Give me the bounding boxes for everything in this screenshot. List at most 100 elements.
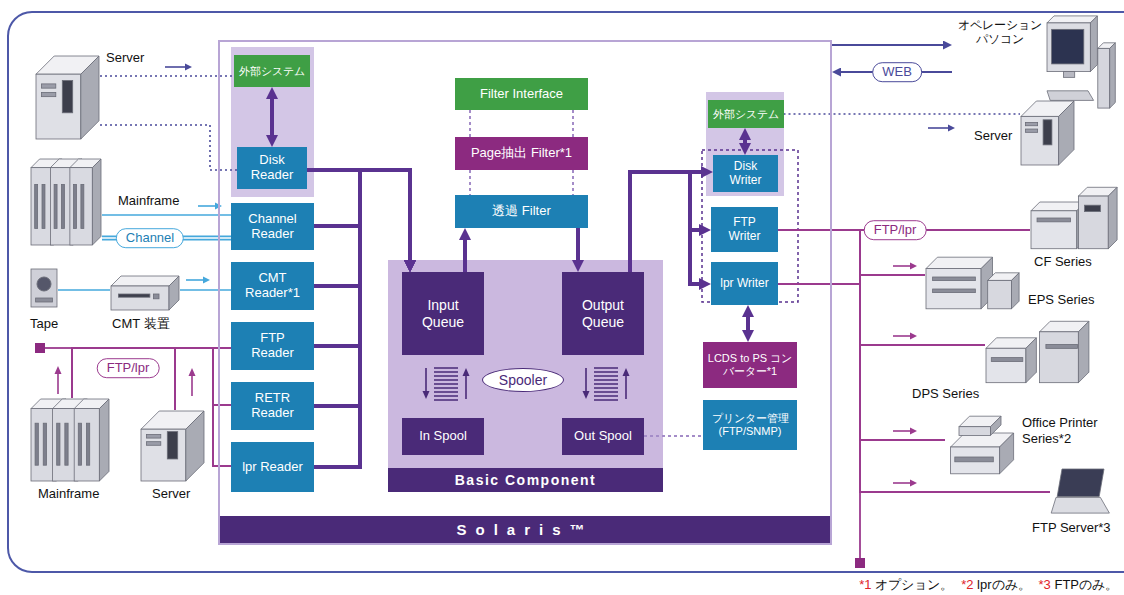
connector-line	[630, 172, 699, 284]
icon-reel	[37, 277, 51, 291]
connector-line	[778, 284, 1050, 492]
direction-arrow	[191, 375, 193, 396]
connector	[748, 317, 749, 330]
frame-title: Solaris™	[456, 521, 593, 538]
connector-line	[572, 170, 574, 195]
box-label: FTP Writer	[719, 216, 771, 244]
box-label: 外部システム	[239, 65, 305, 78]
icon-slot	[1026, 122, 1038, 125]
box-label: CMT Reader*1	[242, 271, 304, 301]
icon-tray	[991, 358, 1023, 362]
icon-slot	[36, 298, 53, 302]
icon-side	[1090, 16, 1097, 72]
box-label: FTP Reader	[242, 331, 304, 361]
process-box: In Spool	[402, 418, 484, 455]
icon-panel	[62, 81, 72, 113]
connector-line	[469, 110, 471, 137]
process-box: RETR Reader	[231, 382, 314, 430]
device-icon	[30, 398, 110, 482]
icon-front	[988, 280, 1012, 308]
device-icon	[945, 415, 1015, 475]
icon-front	[141, 429, 186, 481]
connector-line	[100, 125, 237, 170]
spool-arrow	[465, 375, 467, 399]
connector	[272, 99, 273, 135]
device-label: Server	[152, 486, 190, 502]
icon-side	[92, 159, 101, 245]
connector	[832, 45, 943, 46]
icon-slot	[42, 84, 56, 88]
icon-top	[111, 276, 179, 286]
icon-stripe	[35, 423, 38, 465]
icon-side	[1110, 43, 1116, 108]
connector	[100, 76, 234, 77]
connector	[778, 230, 945, 440]
bus-terminal	[855, 558, 865, 568]
connector	[778, 230, 985, 345]
process-box: 透過 Filter	[455, 195, 588, 228]
connector-line	[746, 317, 750, 330]
icon-body	[31, 269, 57, 307]
connector	[72, 348, 231, 398]
direction-arrow-head	[910, 428, 917, 435]
box-label: Disk Reader	[244, 153, 300, 183]
box-label: Disk Writer	[720, 160, 772, 188]
spool-arrow-head	[623, 368, 630, 376]
direction-arrow	[928, 127, 949, 129]
device-label: DPS Series	[912, 386, 979, 402]
icon-side	[1108, 187, 1117, 248]
device-icon	[1020, 100, 1075, 166]
process-box: 外部システム	[708, 100, 784, 128]
icon-front	[1031, 211, 1077, 249]
device-node: CF Series	[1030, 186, 1118, 250]
icon-stripe	[54, 184, 57, 228]
spool-arrow-head	[583, 391, 590, 399]
process-box: Page抽出 Filter*1	[455, 137, 588, 170]
direction-arrow-head	[185, 64, 192, 71]
connector-line	[644, 435, 703, 437]
process-box: Disk Reader	[237, 147, 307, 189]
line-label: Channel	[116, 228, 184, 248]
oval-label: Spooler	[499, 372, 547, 388]
device-icon	[35, 55, 100, 140]
icon-front	[1047, 23, 1090, 72]
box-label: lpr Writer	[720, 277, 768, 291]
spooler-oval: Spooler	[482, 368, 564, 392]
connector	[58, 290, 110, 291]
connector-line	[175, 348, 231, 410]
icon-button	[153, 294, 159, 299]
icon-screen	[1057, 469, 1104, 497]
connector	[465, 240, 466, 272]
process-box: lpr Writer	[711, 262, 778, 305]
connector	[630, 172, 699, 284]
connector-line	[270, 99, 274, 135]
device-icon	[30, 268, 58, 308]
direction-arrow-head	[55, 366, 62, 374]
process-box: Filter Interface	[455, 78, 588, 110]
device-node: オペレーション パソコン	[952, 14, 1116, 110]
connector-line	[778, 284, 945, 440]
icon-tray	[1037, 218, 1070, 222]
bus-stub	[859, 492, 861, 560]
connector-line	[572, 110, 574, 137]
spool-arrow	[425, 368, 427, 392]
footnote: *3 FTPのみ。	[1039, 576, 1118, 594]
connector-line	[778, 275, 925, 284]
icon-front	[1078, 196, 1108, 249]
direction-arrow-head	[948, 125, 955, 132]
icon-screen	[1052, 29, 1084, 64]
direction-arrow	[57, 373, 59, 394]
device-label: オペレーション パソコン	[956, 18, 1044, 47]
icon-side	[991, 416, 1002, 435]
icon-slot	[147, 442, 161, 446]
device-node: Server	[35, 55, 100, 140]
box-label: Channel Reader	[242, 212, 304, 242]
device-label: Server	[974, 128, 1012, 144]
connector-line	[100, 75, 234, 77]
direction-arrow	[893, 265, 911, 267]
icon-panel	[1085, 205, 1101, 211]
direction-arrow	[198, 205, 216, 207]
icon-front	[70, 168, 92, 245]
box-label: 外部システム	[713, 108, 779, 121]
